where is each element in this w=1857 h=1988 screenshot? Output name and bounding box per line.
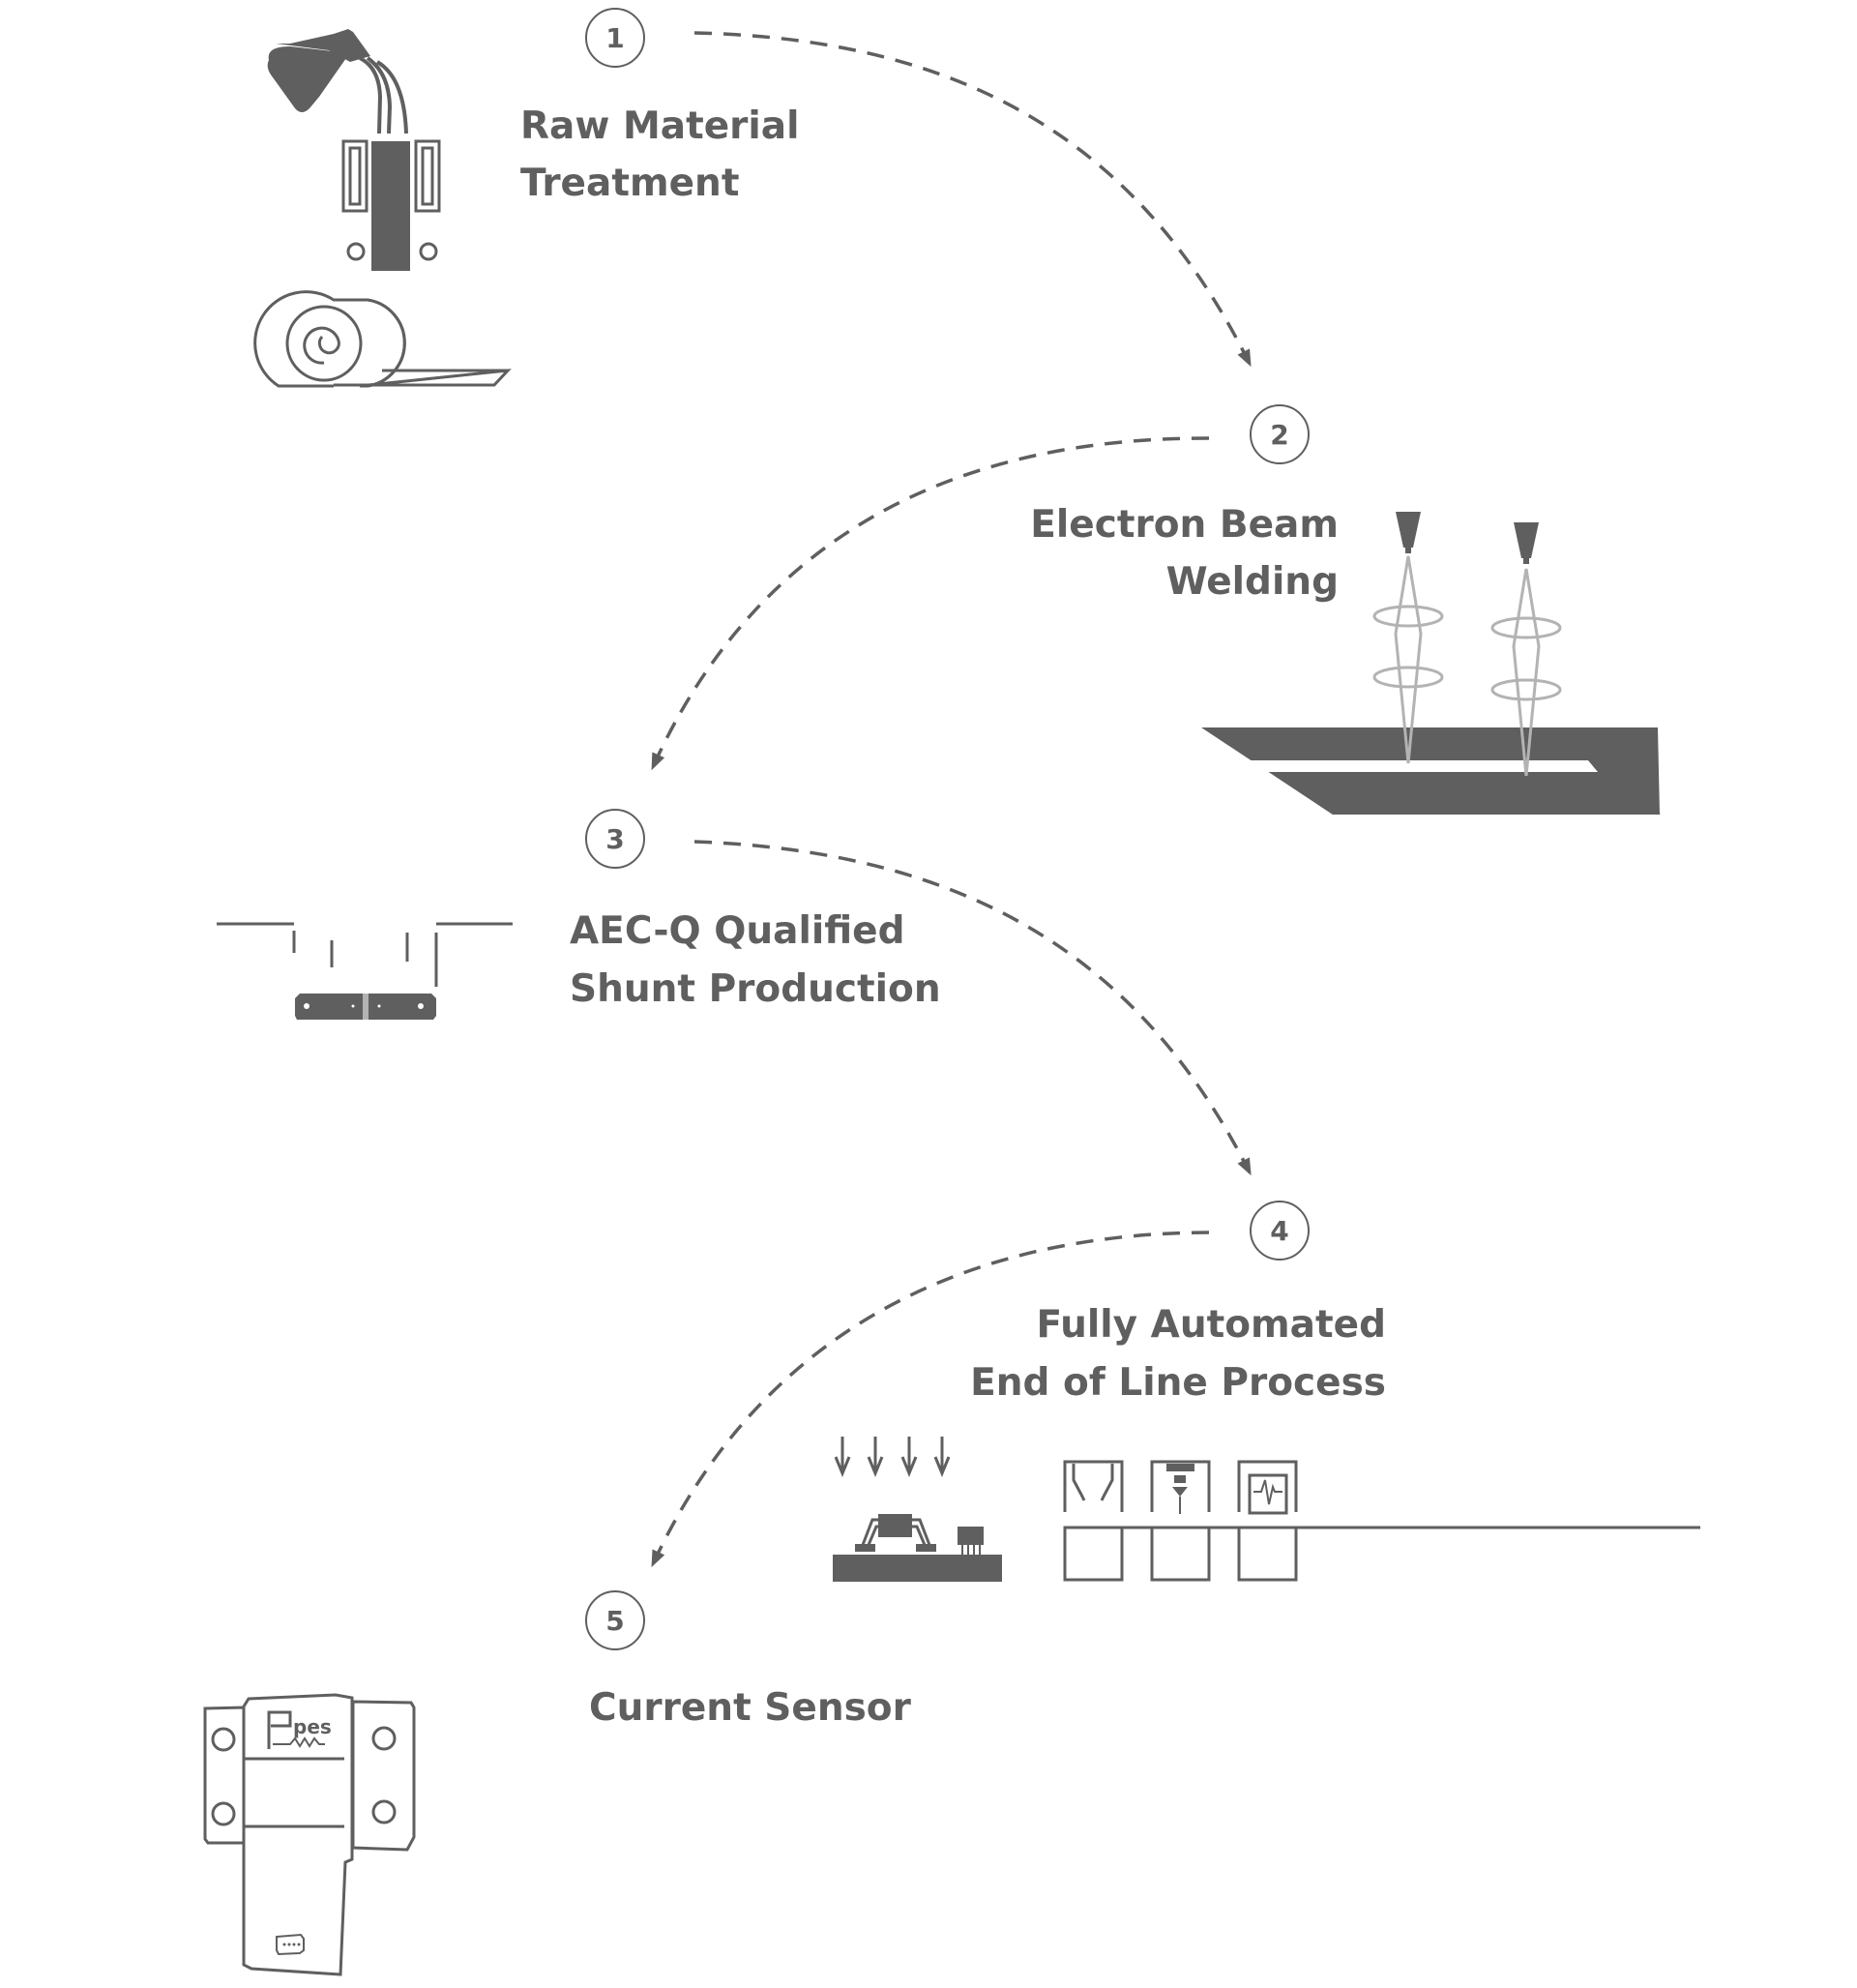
step-2-number: 2 [1270, 419, 1288, 451]
step-4-label-line-2: End of Line Process [970, 1361, 1386, 1405]
end-of-line-stations-icon [1063, 1460, 1700, 1582]
step-1-badge: 1 [585, 8, 645, 68]
step-5-label-line-1: Current Sensor [589, 1686, 912, 1730]
connector-2-3 [651, 436, 1210, 771]
step-4-label-line-1: Fully Automated [1036, 1303, 1386, 1347]
step-2-label-line-1: Electron Beam [1030, 503, 1339, 547]
step-2-badge: 2 [1250, 404, 1310, 464]
step-1-number: 1 [605, 22, 624, 54]
shunt-stamping-icon [217, 922, 513, 1020]
step-3-label-line-2: Shunt Production [570, 967, 941, 1011]
step-3-badge: 3 [585, 809, 645, 869]
step-3-number: 3 [605, 823, 624, 855]
step-2-label-line-2: Welding [1166, 560, 1339, 604]
electron-beam-welding-icon [1201, 512, 1661, 815]
connector-4-5 [651, 1231, 1210, 1568]
step-3-label-line-1: AEC-Q Qualified [570, 909, 905, 953]
current-sensor-module-icon: pes [203, 1693, 416, 1976]
step-5-number: 5 [605, 1605, 624, 1637]
pcb-assembly-icon [833, 1437, 1002, 1582]
connector-1-2 [693, 31, 1252, 368]
step-1-label-line-2: Treatment [520, 162, 739, 205]
connector-3-4 [693, 840, 1252, 1176]
step-4-badge: 4 [1250, 1201, 1310, 1261]
step-1-label-line-1: Raw Material [520, 104, 799, 148]
ladle-casting-rolling-icon [253, 29, 512, 388]
step-4-number: 4 [1270, 1215, 1288, 1247]
sensor-logo: pes [293, 1715, 332, 1738]
step-5-badge: 5 [585, 1590, 645, 1650]
